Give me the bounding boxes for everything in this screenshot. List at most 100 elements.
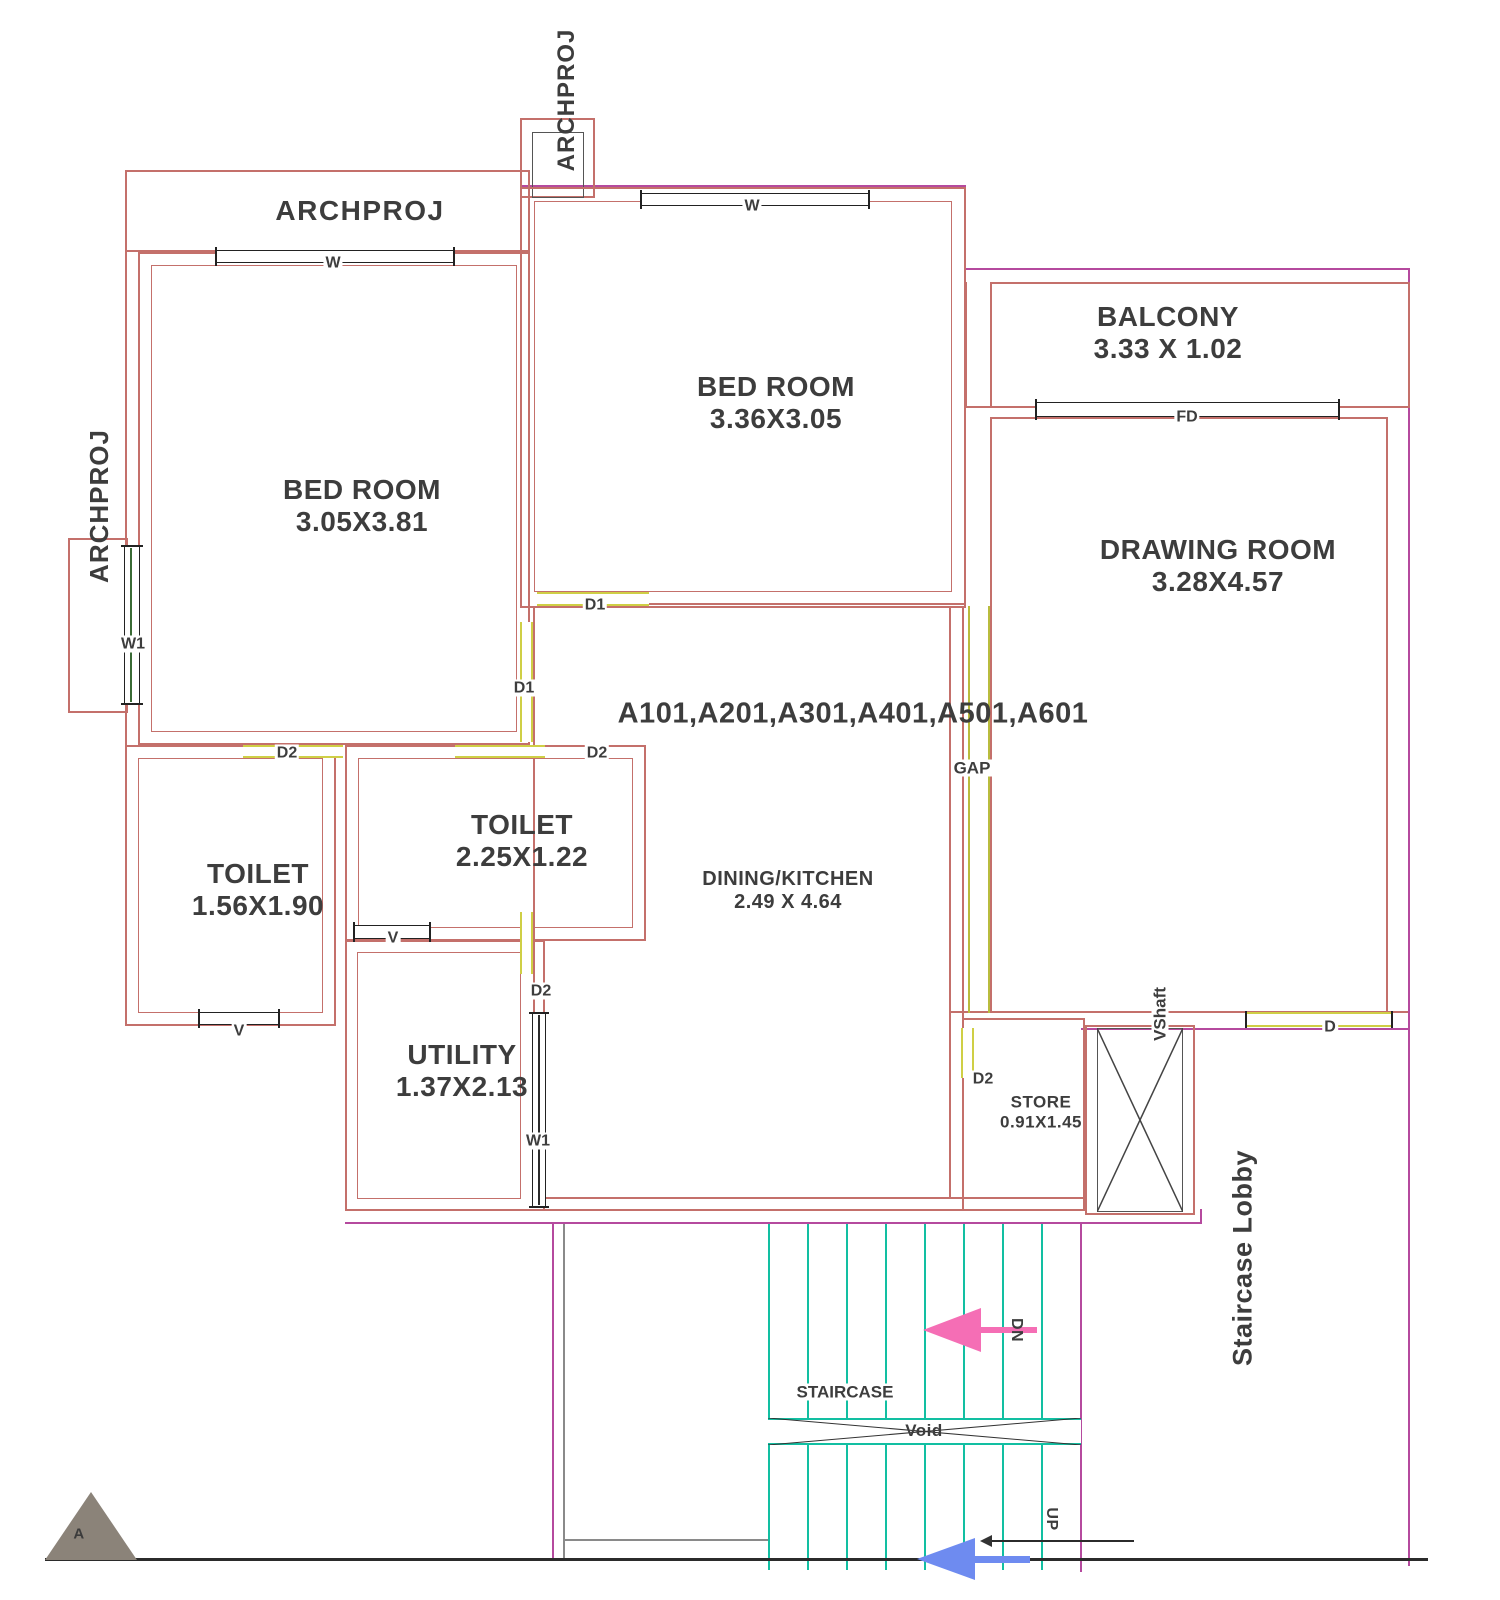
- tag-d1-bedroom-top: D1: [582, 596, 608, 614]
- door-d-drawing: [1245, 1011, 1393, 1028]
- gap-line-right: [988, 606, 990, 1013]
- bedroom-top-label: BED ROOM 3.36X3.05: [697, 371, 855, 435]
- wall-outer-bedroom-top: [520, 185, 966, 187]
- door-d2-store: [961, 1028, 974, 1078]
- staircase-lobby-label: Staircase Lobby: [1227, 1149, 1258, 1367]
- corridor-bottom-line: [563, 1539, 768, 1541]
- room-dims: 1.37X2.13: [395, 1071, 529, 1102]
- room-name: TOILET: [206, 857, 310, 889]
- tag-w1-bedroom-left: W1: [119, 635, 147, 653]
- staircase-label: STAIRCASE: [794, 1382, 896, 1402]
- stair-tread: [768, 1224, 770, 1570]
- wall-balcony-bottom-left: [965, 406, 1035, 408]
- room-dims: 3.33 X 1.02: [1093, 333, 1243, 364]
- wall-drawing-bottom: [951, 1011, 1408, 1013]
- room-name: UTILITY: [407, 1038, 517, 1070]
- up-blue-arrow-head-icon: [917, 1538, 975, 1580]
- vshaft-cross-icon: [1097, 1028, 1183, 1212]
- stair-tread: [924, 1224, 926, 1570]
- window-w1-glass-line: [130, 548, 132, 702]
- gap-line-left: [968, 606, 970, 1013]
- room-dims: 1.56X1.90: [191, 890, 325, 921]
- void-cross-icon: [768, 1418, 1081, 1445]
- tag-w-bedroom-top: W: [742, 197, 762, 215]
- archproj-left-label: ARCHPROJ: [84, 429, 115, 583]
- door-d2-utility: [520, 912, 533, 974]
- section-triangle-icon: [45, 1492, 137, 1560]
- utility-label: UTILITY 1.37X2.13: [396, 1039, 528, 1103]
- dn-arrow-head-icon: [923, 1308, 981, 1352]
- wall-balcony-bottom-right: [1340, 406, 1410, 408]
- gap-label: GAP: [951, 758, 993, 778]
- tag-d2-toilet-mid: D2: [584, 744, 610, 762]
- utility-inner: [357, 952, 521, 1199]
- wall-left-boundary: [125, 252, 127, 745]
- toilet-mid-label: TOILET 2.25X1.22: [456, 809, 588, 873]
- room-name: BED ROOM: [283, 473, 441, 505]
- room-name: DRAWING ROOM: [1099, 533, 1337, 565]
- void-label: Void: [905, 1421, 943, 1441]
- dn-label: DN: [1008, 1317, 1026, 1343]
- up-label: UP: [1043, 1507, 1061, 1531]
- wall-stair-right: [1080, 1222, 1082, 1572]
- wall-dining-right: [962, 606, 964, 1018]
- wall-outer-notch: [1200, 1209, 1202, 1224]
- toilet-left-label: TOILET 1.56X1.90: [192, 858, 324, 922]
- room-name: STORE: [1010, 1092, 1072, 1112]
- tag-d2-bedroom-left: D2: [274, 744, 300, 762]
- wall-balcony-left: [965, 282, 967, 408]
- wall-apartment-bottom-inner2: [533, 1209, 1081, 1211]
- room-name: BALCONY: [1097, 300, 1239, 332]
- room-dims: 3.36X3.05: [709, 403, 843, 434]
- store-label: STORE 0.91X1.45: [1000, 1092, 1082, 1131]
- room-dims: 3.28X4.57: [1151, 566, 1285, 597]
- corridor-line: [563, 1224, 565, 1560]
- up-arrow-head-icon: [980, 1535, 992, 1547]
- vshaft-label: VShaft: [1150, 985, 1170, 1043]
- archproj-chimney-inner: [532, 132, 584, 198]
- room-name: TOILET: [470, 808, 574, 840]
- stair-tread: [1002, 1224, 1004, 1570]
- room-name: DINING/KITCHEN: [702, 868, 874, 890]
- base-line: [45, 1558, 1428, 1561]
- room-dims: 2.49 X 4.64: [734, 891, 842, 913]
- window-w1-bedroom-left: [121, 545, 143, 705]
- wall-lobby-top: [1081, 1028, 1408, 1030]
- bedroom-left-label: BED ROOM 3.05X3.81: [283, 474, 441, 538]
- vshaft-inner: [1097, 1028, 1183, 1212]
- wall-outer-bottom: [345, 1222, 1202, 1224]
- tag-d-drawing: D: [1322, 1018, 1338, 1036]
- stair-tread: [963, 1224, 965, 1570]
- toilet-mid-inner: [358, 758, 633, 928]
- tag-v-toilet-mid: V: [385, 929, 401, 947]
- archproj-chimney-label: ARCHPROJ: [553, 28, 581, 172]
- tag-d2-utility: D2: [528, 982, 554, 1000]
- wall-outer-right: [1408, 268, 1410, 1566]
- room-name: BED ROOM: [697, 370, 855, 402]
- dn-arrow-stem: [981, 1327, 1037, 1333]
- wall-outer-corridor: [552, 1222, 554, 1560]
- drawing-room-label: DRAWING ROOM 3.28X4.57: [1100, 534, 1336, 598]
- toilet-left-outer: [125, 745, 336, 1026]
- dining-label: DINING/KITCHEN 2.49 X 4.64: [702, 868, 873, 914]
- up-blue-arrow-stem: [975, 1556, 1030, 1563]
- wall-apartment-bottom-inner1: [533, 1197, 1085, 1199]
- door-d2-toilet-mid: [455, 745, 545, 758]
- tag-d2-store: D2: [970, 1070, 996, 1088]
- up-arrow-line: [990, 1540, 1134, 1542]
- stair-tread: [1041, 1224, 1043, 1570]
- tag-fd-balcony: FD: [1174, 408, 1200, 426]
- wall-outer-balcony-top: [965, 268, 1410, 270]
- wall-bedroom-top-bottom-band: [649, 603, 965, 605]
- room-dims: 3.05X3.81: [295, 506, 429, 537]
- section-a-label: A: [73, 1525, 85, 1543]
- vshaft-outer: [1085, 1025, 1195, 1215]
- units-list-label: A101,A201,A301,A401,A501,A601: [617, 697, 1089, 730]
- tag-w-bedroom-left: W: [323, 254, 343, 272]
- room-dims: 2.25X1.22: [455, 841, 589, 872]
- window-w1-utility-glass-line: [538, 1015, 540, 1205]
- tag-d1-dining: D1: [511, 679, 537, 697]
- tag-v-toilet-left: V: [231, 1022, 247, 1040]
- tag-w1-utility: W1: [524, 1132, 552, 1150]
